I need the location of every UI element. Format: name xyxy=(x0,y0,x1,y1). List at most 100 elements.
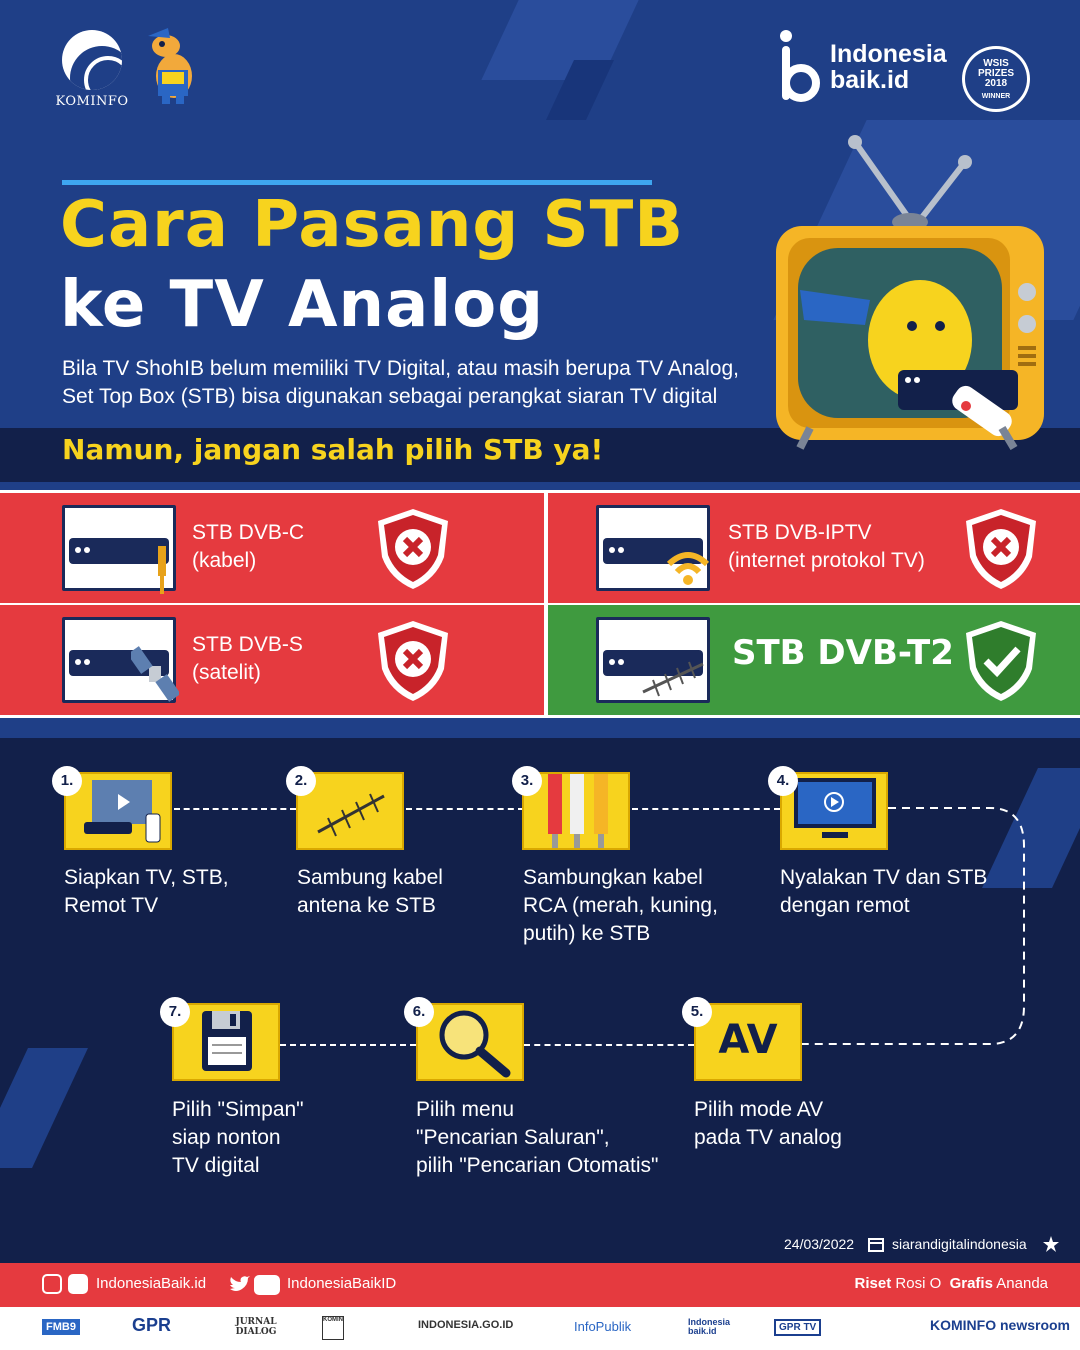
stb-device-icon xyxy=(62,505,176,594)
riset-name: Rosi O xyxy=(895,1275,942,1292)
connector-curve xyxy=(802,807,1025,1045)
step-7-icon xyxy=(172,1003,280,1081)
social-handle-2[interactable]: IndonesiaBaikID xyxy=(287,1275,397,1292)
step-4-icon xyxy=(780,772,888,850)
step-line: Pilih "Simpan" xyxy=(172,1098,304,1121)
wrong-shield-icon xyxy=(378,621,448,701)
step-4-text: Nyalakan TV dan STB dengan remot xyxy=(780,864,987,920)
step-3-icon xyxy=(522,772,630,850)
cable-plug-icon xyxy=(158,546,166,594)
ib-logo-line1: Indonesia xyxy=(830,40,947,68)
publish-date: 24/03/2022 xyxy=(784,1236,855,1252)
step-5-number: 5. xyxy=(682,997,712,1027)
stb-option-card-correct: STB DVB-T2 xyxy=(548,605,1080,715)
title-line1: Cara Pasang STB xyxy=(60,188,685,262)
stb-option-label: STB DVB-C (kabel) xyxy=(192,519,304,575)
step-6-number: 6. xyxy=(404,997,434,1027)
step-line: pada TV analog xyxy=(694,1126,842,1149)
stb-device-icon xyxy=(596,617,710,703)
partner-logo-gpr: GPR xyxy=(132,1315,172,1335)
step-2-text: Sambung kabel antena ke STB xyxy=(297,864,443,920)
stb-option-name: STB DVB-S xyxy=(192,633,303,656)
antenna-icon xyxy=(317,793,385,837)
step-1-number: 1. xyxy=(52,766,82,796)
partner-logo-gpr-tv: GPR TV xyxy=(774,1319,822,1336)
stb-options-grid: STB DVB-C (kabel) STB DVB-IPTV (internet… xyxy=(0,490,1080,718)
youtube-icon[interactable] xyxy=(254,1275,280,1295)
wsis-line1: WSIS xyxy=(983,58,1009,69)
modi-mascot-icon xyxy=(148,28,192,104)
step-line: Nyalakan TV dan STB xyxy=(780,866,988,889)
intro-line1: Bila TV ShohIB belum memiliki TV Digital… xyxy=(62,357,740,380)
step-line: Sambung kabel xyxy=(297,866,443,889)
retro-tv-illustration xyxy=(776,135,1044,450)
step-line: antena ke STB xyxy=(297,894,436,917)
wsis-line3: 2018 xyxy=(984,78,1008,89)
step-line: TV digital xyxy=(172,1154,260,1177)
stb-option-name: STB DVB-IPTV xyxy=(728,521,872,544)
partner-logo-indonesia-baik: Indonesia baik.id xyxy=(688,1317,731,1336)
step-7-number: 7. xyxy=(160,997,190,1027)
step-line: dengan remot xyxy=(780,894,910,917)
step-line: Pilih mode AV xyxy=(694,1098,824,1121)
stb-option-label: STB DVB-IPTV (internet protokol TV) xyxy=(728,519,925,575)
wsis-line4: WINNER xyxy=(981,93,1011,100)
step-line: Pilih menu xyxy=(416,1098,515,1121)
wrong-shield-icon xyxy=(378,509,448,589)
connector-line xyxy=(632,808,780,810)
kominfo-logo: KOMINFO xyxy=(52,30,132,109)
facebook-icon[interactable] xyxy=(68,1274,88,1294)
stb-option-label: STB DVB-S (satelit) xyxy=(192,631,303,687)
step-line: "Pencarian Saluran", xyxy=(416,1126,610,1149)
connector-line xyxy=(280,1044,416,1046)
tv-on-icon xyxy=(794,778,876,838)
indonesia-baik-b-icon xyxy=(778,30,822,104)
stb-option-card: STB DVB-IPTV (internet protokol TV) xyxy=(548,493,1080,603)
social-handle-1[interactable]: IndonesiaBaik.id xyxy=(96,1275,207,1292)
decor-stripe xyxy=(0,1048,88,1168)
stb-option-card: STB DVB-S (satelit) xyxy=(0,605,544,715)
step-7-text: Pilih "Simpan" siap nonton TV digital xyxy=(172,1096,304,1180)
ib-logo-line2: baik.id xyxy=(830,66,910,94)
stb-device-icon xyxy=(596,505,710,591)
step-5-icon: AV xyxy=(694,1003,802,1081)
connector-line xyxy=(524,1044,694,1046)
av-label: AV xyxy=(718,1017,778,1063)
step-line: siap nonton xyxy=(172,1126,281,1149)
section-band xyxy=(0,718,1080,738)
step-line: putih) ke STB xyxy=(523,922,651,945)
warning-text: Namun, jangan salah pilih STB ya! xyxy=(62,433,604,466)
partner-logo-kominfo-newsroom: KOMINFO newsroom xyxy=(930,1317,1071,1333)
partner-logo-indonesia-go-id: INDONESIA.GO.ID xyxy=(418,1319,514,1331)
partner-logo-fmb9: FMB9 xyxy=(42,1319,80,1335)
partner-logos-bar: FMB9 GPR JURNAL DIALOG KOMINFO INDONESIA… xyxy=(0,1307,1080,1350)
step-5-text: Pilih mode AV pada TV analog xyxy=(694,1096,842,1152)
floppy-save-icon xyxy=(202,1011,252,1071)
social-bar: IndonesiaBaik.id IndonesiaBaikID Riset R… xyxy=(0,1263,1080,1307)
stb-option-sub: (internet protokol TV) xyxy=(728,549,925,572)
instagram-icon[interactable] xyxy=(42,1274,62,1294)
partner-logo-jurnal-dialog: JURNAL DIALOG xyxy=(235,1317,277,1337)
step-line: Sambungkan kabel xyxy=(523,866,703,889)
stb-correct-label: STB DVB-T2 xyxy=(732,633,954,673)
title-line2: ke TV Analog xyxy=(60,268,544,342)
partner-logo-kominfo: KOMINFO xyxy=(322,1316,344,1340)
partner-logo-infopublik: InfoPublik xyxy=(574,1319,632,1334)
satellite-icon xyxy=(131,646,179,702)
credits: Riset Rosi O Grafis Ananda xyxy=(855,1275,1048,1292)
decor-stripe xyxy=(481,0,639,80)
stb-option-name: STB DVB-C xyxy=(192,521,305,544)
stb-option-sub: (satelit) xyxy=(192,661,261,684)
indonesia-baik-logo: Indonesia baik.id xyxy=(778,30,947,104)
step-1-icon xyxy=(64,772,172,850)
intro-text: Bila TV ShohIB belum memiliki TV Digital… xyxy=(62,355,762,411)
wsis-line2: PRIZES xyxy=(977,68,1015,79)
kominfo-emblem-icon xyxy=(62,30,122,90)
stb-option-sub: (kabel) xyxy=(192,549,257,572)
magnifier-icon xyxy=(439,1010,511,1078)
connector-line xyxy=(406,808,524,810)
step-1-text: Siapkan TV, STB, Remot TV xyxy=(64,864,229,920)
wsis-award-badge: WSIS PRIZES 2018 WINNER xyxy=(962,46,1030,112)
grafis-label: Grafis xyxy=(949,1275,993,1292)
twitter-icon[interactable] xyxy=(228,1275,250,1295)
